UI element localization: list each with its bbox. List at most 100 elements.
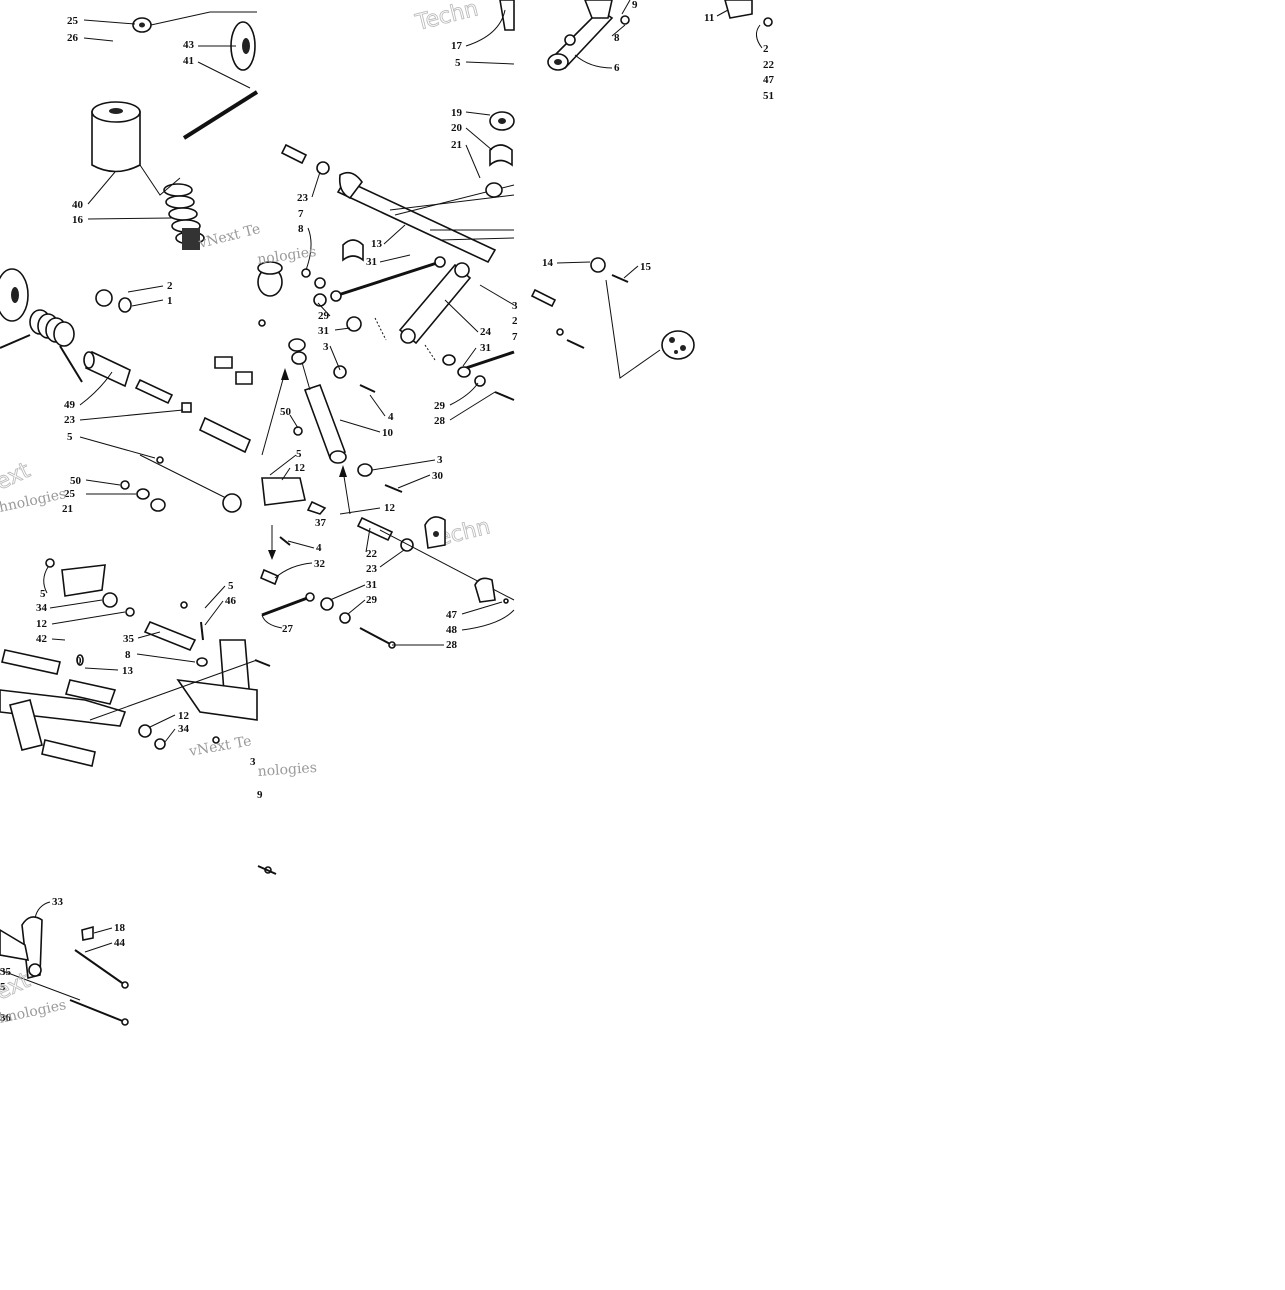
leader-line (621, 0, 631, 15)
callout-label: 24 (480, 326, 492, 338)
bolt-part (359, 384, 376, 393)
leader-line (383, 224, 406, 245)
callout-label: 22 (763, 59, 775, 71)
watermark-text: ext (0, 458, 34, 496)
cap-part (81, 925, 94, 941)
long-bolt (69, 999, 126, 1023)
nut-part (156, 456, 164, 464)
leader-line (347, 599, 366, 615)
callout-label: 20 (451, 122, 463, 134)
link-rod (334, 260, 441, 298)
washer-part (339, 612, 351, 624)
leader-line (397, 474, 431, 489)
tube-part (1, 649, 61, 675)
leader-line (131, 299, 164, 307)
leader-line (149, 714, 176, 728)
callout-label: 2 (512, 315, 518, 327)
tile-bottom-left: 33 18 44 35 5 36 ext hnologies (0, 896, 129, 1027)
callout-label: 10 (382, 427, 394, 439)
tile-mid-mid: Techn (250, 514, 515, 875)
callout-label: 12 (294, 462, 306, 474)
callout-label: 41 (183, 55, 194, 67)
bushing-part (400, 538, 414, 552)
washer-part (136, 488, 150, 500)
watermark-text: vNext Te (187, 733, 253, 760)
callout-label: 3 (512, 300, 518, 312)
leader-line (623, 265, 639, 279)
leader-line (556, 261, 591, 264)
ring-part (76, 654, 84, 666)
skid-part (176, 678, 258, 721)
leader-line (371, 459, 436, 471)
callout-label: 2 (167, 280, 173, 292)
bracket-part (724, 0, 753, 19)
callout-label: 51 (763, 90, 774, 102)
leader-line (34, 901, 51, 919)
callout-label: 5 (67, 431, 73, 443)
callout-label: 8 (125, 649, 131, 661)
bushing-hole (139, 22, 145, 28)
callout-label: 25 (64, 488, 76, 500)
callout-label: 26 (67, 32, 79, 44)
callout-label: 47 (446, 609, 458, 621)
callout-label: 5 (228, 580, 234, 592)
callout-label: 32 (314, 558, 326, 570)
leader-line (204, 600, 224, 626)
tile-top-left: 25 26 43 41 40 16 2 1 49 23 5 50 25 21 v… (0, 11, 262, 516)
link-rod (261, 595, 311, 617)
pointer-arrow (342, 469, 351, 515)
callout-label: 28 (446, 639, 458, 651)
leader-line (289, 414, 299, 429)
leader-line (127, 285, 164, 293)
leader-line (139, 164, 181, 196)
callout-label: 29 (366, 594, 378, 606)
bushing-part (95, 289, 113, 307)
callout-label: 14 (542, 257, 554, 269)
callout-label: 29 (318, 310, 330, 322)
leader-line (379, 549, 405, 568)
hub-part (661, 330, 695, 360)
clip-part (342, 239, 364, 262)
callout-label: 4 (316, 542, 322, 554)
bracket-part (261, 477, 306, 506)
washer-part (118, 297, 132, 313)
callout-label: 18 (114, 922, 126, 934)
callout-label: 30 (432, 470, 444, 482)
bracket-part (61, 564, 106, 597)
leader-line (465, 144, 481, 179)
leader-line (84, 667, 119, 671)
leader-line (329, 584, 366, 601)
callout-label: 49 (64, 399, 76, 411)
callout-label: 25 (67, 15, 79, 27)
callout-label: 35 (123, 633, 135, 645)
callout-label: 34 (178, 723, 190, 735)
pin-part (356, 516, 394, 542)
bushing-part (357, 463, 373, 477)
callout-label: 31 (366, 256, 377, 268)
block-part (235, 371, 253, 385)
bolt-part (384, 484, 403, 493)
leader-line (43, 566, 49, 594)
leader-line (461, 609, 515, 631)
frame-bracket (9, 699, 43, 751)
frame-tube (439, 237, 515, 241)
callout-label: 7 (512, 331, 518, 343)
leader-line (49, 599, 103, 609)
callout-label: 36 (0, 1012, 12, 1024)
leader-line (197, 61, 251, 89)
leader-line (465, 127, 493, 151)
callout-label: 8 (614, 32, 620, 44)
pin-part (306, 500, 327, 515)
nut-part (590, 257, 606, 273)
callout-label: 3 (437, 454, 443, 466)
leader-line (756, 24, 763, 49)
long-bolt (74, 949, 126, 986)
leader-line (137, 631, 161, 639)
callout-label: 23 (64, 414, 76, 426)
leader-line (93, 927, 113, 934)
callout-label: 40 (72, 199, 84, 211)
callout-label: 3 (323, 341, 329, 353)
leader-line (269, 454, 297, 476)
